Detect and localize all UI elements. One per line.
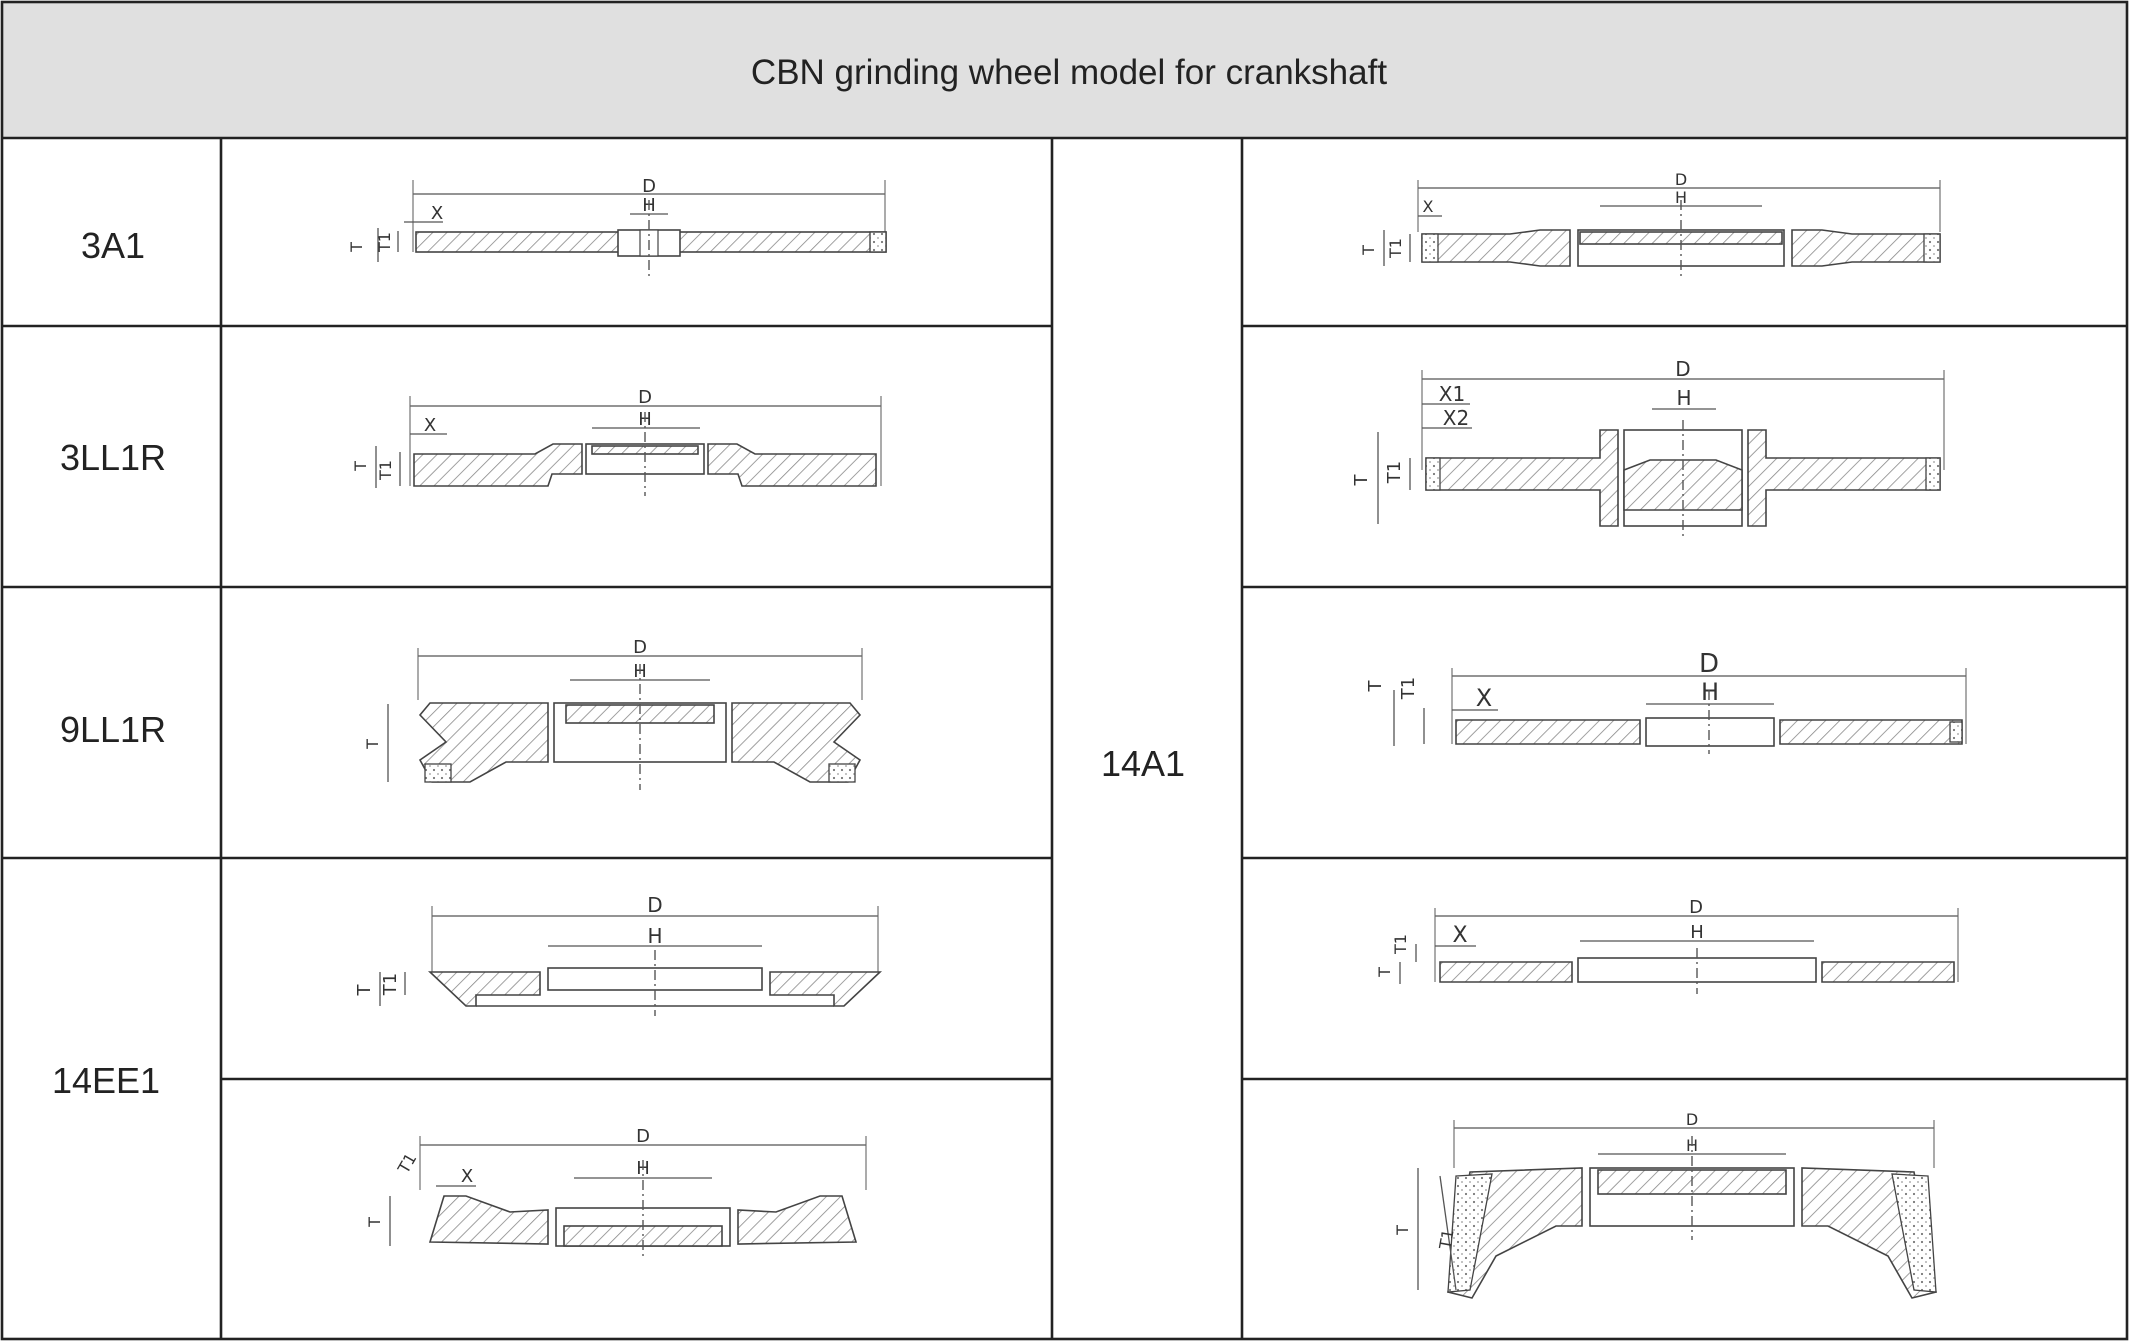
- drawing-14ee1-b: D H X T T1: [365, 1126, 867, 1256]
- dim-label-d: D: [1689, 897, 1703, 918]
- dim-label-x: X: [1423, 197, 1434, 216]
- drawing-9ll1r: D H T: [363, 637, 863, 790]
- drawing-14a1-a: D H X T T1: [1359, 170, 1941, 276]
- dim-label-x: X: [1452, 923, 1467, 948]
- dim-label-t: T: [1365, 680, 1386, 693]
- dim-label-x: X: [461, 1166, 473, 1187]
- dim-label-x: X: [1476, 684, 1492, 712]
- dim-label-t1: T1: [1384, 461, 1405, 484]
- model-label-14ee1: 14EE1: [52, 1060, 160, 1101]
- dim-label-d: D: [633, 637, 647, 658]
- dim-label-t: T: [1375, 967, 1394, 978]
- drawing-14a1-c: D H X T T1: [1365, 649, 1967, 754]
- drawing-3a1: D H X T T1: [347, 176, 887, 276]
- dim-label-d: D: [636, 1126, 650, 1147]
- dim-label-d: D: [1675, 357, 1690, 381]
- dim-label-x2: X2: [1443, 406, 1469, 430]
- dim-label-h: H: [1676, 386, 1691, 410]
- model-label-3ll1r: 3LL1R: [60, 437, 166, 478]
- dim-label-t: T: [363, 739, 382, 750]
- dim-label-x: X: [431, 203, 443, 224]
- model-label-14a1: 14A1: [1101, 743, 1185, 784]
- dim-label-t1: T1: [1386, 238, 1405, 259]
- header-band: [2, 2, 2127, 138]
- dim-label-t1: T1: [375, 232, 394, 253]
- dim-label-x1: X1: [1439, 382, 1465, 406]
- drawing-14ee1-a: D H T T1: [354, 893, 883, 1016]
- dim-label-h: H: [1701, 678, 1719, 706]
- dim-label-x: X: [424, 415, 436, 436]
- dim-label-t: T: [351, 461, 370, 472]
- dim-label-t1: T1: [1435, 1228, 1457, 1252]
- dim-label-t1: T1: [394, 1150, 421, 1178]
- drawing-14a1-b: D H X1 X2 T T1: [1351, 357, 1945, 536]
- dim-label-t: T: [365, 1217, 384, 1228]
- dim-label-d: D: [1686, 1110, 1698, 1129]
- dim-label-t1: T1: [1391, 934, 1410, 955]
- dim-label-h: H: [1690, 922, 1704, 943]
- dim-label-t1: T1: [1398, 677, 1419, 700]
- dim-label-t: T: [1393, 1225, 1412, 1236]
- drawing-14a1-d: D H X T T1: [1375, 897, 1959, 994]
- dim-label-t: T: [1351, 474, 1372, 487]
- dim-label-t: T: [347, 242, 366, 253]
- dim-label-t: T: [354, 984, 375, 997]
- dim-label-d: D: [638, 387, 652, 408]
- dim-label-d: D: [647, 893, 662, 917]
- model-label-3a1: 3A1: [81, 225, 145, 266]
- dim-label-d: D: [1699, 649, 1719, 679]
- dim-label-t1: T1: [376, 460, 395, 481]
- dim-label-h: H: [647, 924, 662, 948]
- drawing-3ll1r: D H X T T1: [351, 387, 882, 496]
- dim-label-h: H: [1675, 188, 1687, 207]
- dim-label-d: D: [642, 176, 656, 197]
- dim-label-t: T: [1359, 245, 1378, 256]
- dim-label-t1: T1: [380, 973, 401, 996]
- dim-label-d: D: [1675, 170, 1687, 189]
- drawing-14a1-e: D H T T1: [1393, 1110, 1937, 1299]
- model-label-9ll1r: 9LL1R: [60, 709, 166, 750]
- page-title: CBN grinding wheel model for crankshaft: [751, 53, 1387, 92]
